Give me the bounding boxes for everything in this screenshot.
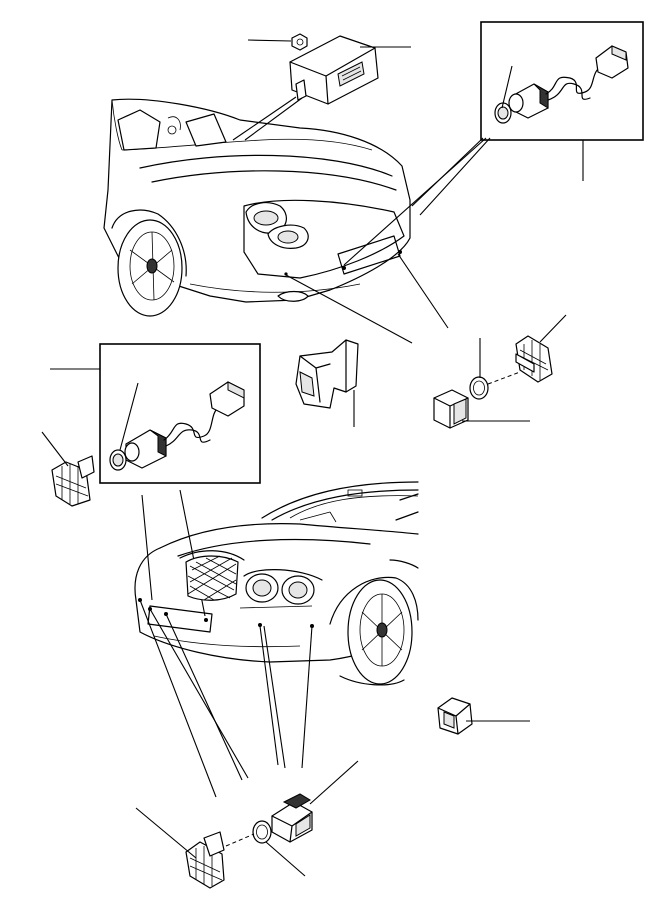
rear-sensor bbox=[433, 389, 469, 429]
rear-bracket bbox=[295, 339, 359, 409]
rear-car-view bbox=[103, 98, 411, 317]
rear-sensor-harness-kit bbox=[494, 45, 629, 124]
front-clip bbox=[437, 697, 473, 735]
rear-sensor-seal bbox=[469, 376, 489, 400]
front-bezel-mount bbox=[185, 831, 225, 889]
front-harness-kit-frame bbox=[99, 343, 261, 484]
front-sensor bbox=[271, 793, 313, 843]
front-sensor-harness-kit bbox=[109, 381, 245, 471]
front-sensor-seal bbox=[252, 820, 272, 844]
front-car-view bbox=[134, 481, 419, 686]
rear-bezel-mount bbox=[515, 335, 553, 383]
control-module bbox=[289, 35, 379, 105]
module-nut bbox=[291, 33, 308, 51]
rear-harness-kit-frame bbox=[480, 21, 644, 141]
left-bezel-mount bbox=[51, 455, 95, 507]
